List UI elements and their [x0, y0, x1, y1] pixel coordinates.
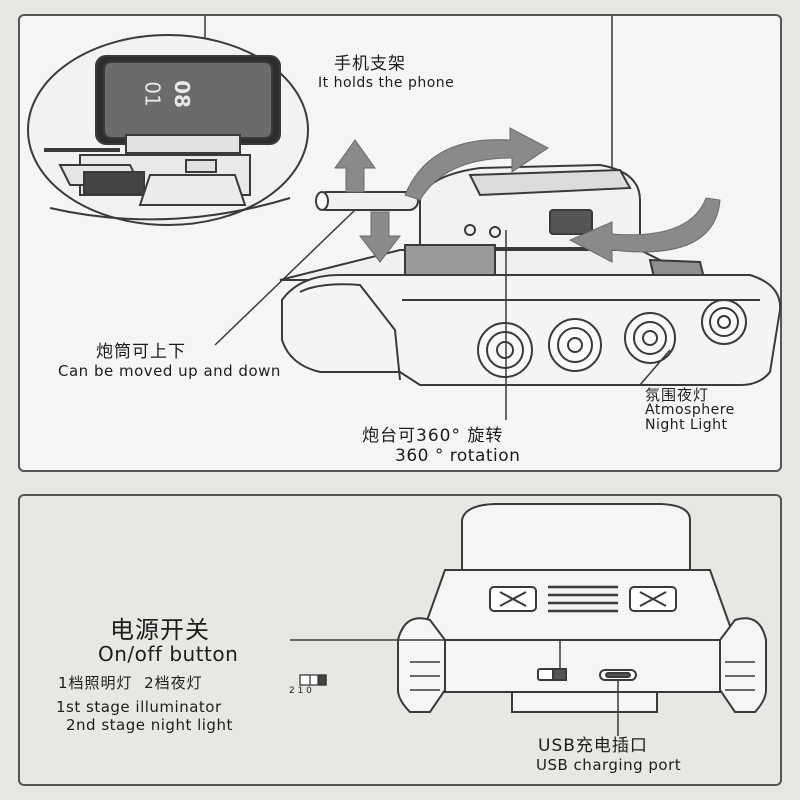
phone-clock-hour: 01	[140, 81, 165, 107]
turret-label-en: 360 ° rotation	[395, 446, 521, 466]
tank-illustration	[279, 163, 782, 386]
turret-hatch-icon	[549, 209, 593, 235]
rotate-arrow-icon	[568, 197, 721, 263]
tank-barrel	[317, 191, 419, 211]
phone-holder-zoom	[27, 34, 309, 226]
right-track	[719, 617, 767, 713]
phone-holder-label-en: It holds the phone	[318, 75, 455, 91]
night-light-label-en1: Atmosphere	[645, 402, 735, 418]
switch-panel	[18, 494, 782, 786]
left-track	[397, 617, 446, 713]
usb-label-en: USB charging port	[536, 756, 682, 774]
power-leader-line	[290, 639, 561, 669]
barrel-label-cn: 炮筒可上下	[96, 342, 186, 362]
phone-clock-minute: 08	[169, 80, 194, 108]
night-light-label-cn: 氛围夜灯	[645, 386, 710, 404]
up-arrow-icon	[334, 139, 376, 193]
usb-label-cn: USB充电插口	[538, 736, 648, 756]
front-turret	[461, 503, 691, 571]
night-light-label-en2: Night Light	[645, 417, 728, 433]
rotate-arrow-icon	[404, 127, 549, 201]
light-leader-line	[639, 349, 671, 386]
barrel-label-en: Can be moved up and down	[58, 362, 281, 380]
down-arrow-icon	[358, 211, 402, 263]
tank-front-view	[397, 503, 767, 713]
switch-diagram-icon	[299, 674, 327, 686]
turret-label-cn: 炮台可360° 旋转	[362, 426, 504, 446]
barrel-leader-line	[214, 209, 356, 346]
engine-grille-icon	[404, 244, 496, 278]
stages-label-en2: 2nd stage night light	[66, 716, 233, 734]
phone-holder-label-cn: 手机支架	[334, 54, 406, 74]
power-switch-label-en: On/off button	[98, 642, 239, 666]
stages-label-en1: 1st stage illuminator	[56, 698, 222, 716]
power-switch-label-cn: 电源开关	[110, 616, 210, 644]
switch-position-labels: 2 1 0	[289, 686, 312, 696]
stages-label-cn: 1档照明灯 2档夜灯	[58, 674, 203, 692]
